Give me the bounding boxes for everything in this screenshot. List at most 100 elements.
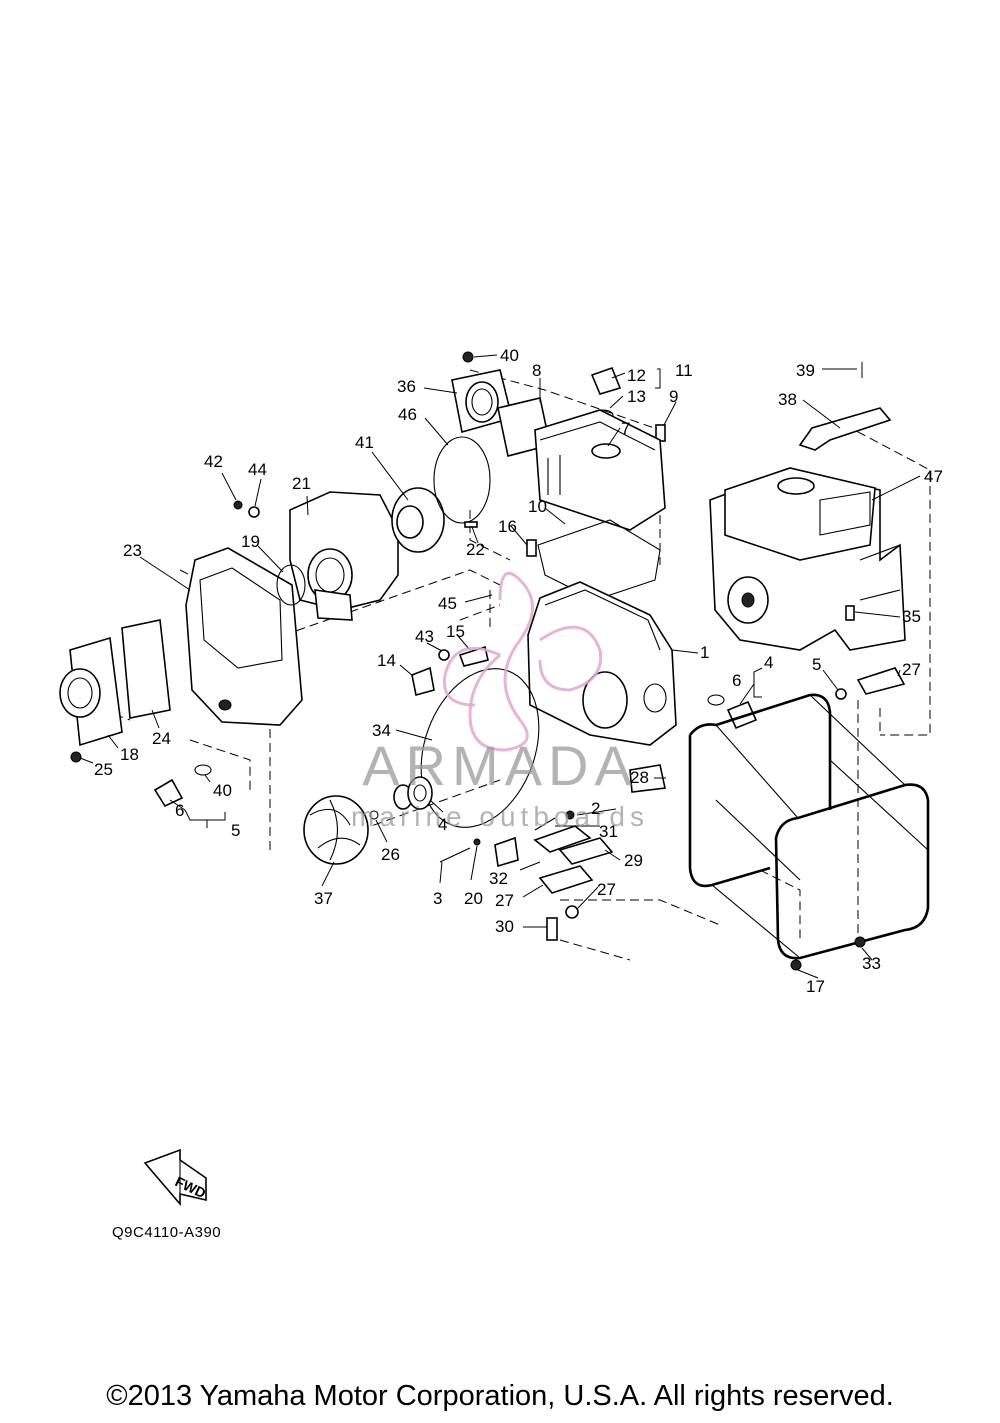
wear-plate-41 <box>391 487 445 553</box>
callout-4: 4 <box>764 653 773 672</box>
armada-watermark: ARMADA marine outboards <box>351 571 649 832</box>
callout-17: 17 <box>806 977 825 996</box>
bracket-38 <box>798 362 892 451</box>
callout-40: 40 <box>213 781 232 800</box>
nut-33a <box>790 959 802 971</box>
volute-21 <box>289 491 399 621</box>
callout-3: 3 <box>433 889 442 908</box>
callout-10: 10 <box>528 497 547 516</box>
cover-23 <box>185 547 303 726</box>
mechanical-seal-26 <box>393 776 433 810</box>
bolt-28 <box>534 817 556 831</box>
callout-47: 47 <box>924 467 943 486</box>
callout-6: 6 <box>732 671 741 690</box>
callout-46: 46 <box>398 405 417 424</box>
bolt-2 <box>439 847 471 863</box>
bolt-22 <box>464 521 478 528</box>
callout-11: 11 <box>675 361 693 380</box>
callout-35: 35 <box>902 607 921 626</box>
callout-15: 15 <box>446 622 465 641</box>
hopper-7 <box>534 409 666 531</box>
callout-41: 41 <box>355 433 374 452</box>
callout-22: 22 <box>466 540 485 559</box>
callout-30: 30 <box>495 917 514 936</box>
washer-3 <box>473 838 481 846</box>
callout-27: 27 <box>902 660 921 679</box>
nut-30 <box>565 905 579 919</box>
filler-cap-12 <box>590 366 622 421</box>
callout-20: 20 <box>464 889 483 908</box>
callout-25: 25 <box>94 760 113 779</box>
nut-35 <box>835 688 847 700</box>
drain-plug-5-right <box>707 694 758 730</box>
callout-39: 39 <box>796 361 815 380</box>
callout-42: 42 <box>204 452 223 471</box>
callout-40: 40 <box>500 346 519 365</box>
washer-43 <box>438 649 450 661</box>
callout-27: 27 <box>597 880 616 899</box>
mount-27b <box>558 837 614 865</box>
bolt-42 <box>233 500 243 510</box>
callout-36: 36 <box>397 377 416 396</box>
callout-12: 12 <box>627 366 646 385</box>
callout-38: 38 <box>778 390 797 409</box>
callout-13: 13 <box>627 387 646 406</box>
ring-37 <box>369 810 379 820</box>
fwd-arrow-icon: FWD <box>143 1148 208 1207</box>
nut-31 <box>565 810 575 820</box>
drain-plug-5-left <box>153 764 212 808</box>
leader-lines <box>79 354 921 979</box>
callout-8: 8 <box>532 361 541 380</box>
callout-45: 45 <box>438 594 457 613</box>
gasket-25 <box>121 619 171 719</box>
bolt-16 <box>526 539 537 557</box>
callout-43: 43 <box>415 627 434 646</box>
nut-33b <box>854 936 866 948</box>
bolt-17 <box>546 917 558 941</box>
callout-4: 4 <box>438 815 447 834</box>
callout-5: 5 <box>812 655 821 674</box>
damper-29 <box>494 836 519 868</box>
o-ring-46 <box>433 436 491 524</box>
callout-32: 32 <box>489 869 508 888</box>
callout-2: 2 <box>591 799 600 818</box>
callout-29: 29 <box>624 851 643 870</box>
watermark-tagline: marine outboards <box>351 801 649 832</box>
callout-19: 19 <box>241 532 260 551</box>
callout-16: 16 <box>498 517 517 536</box>
watermark-brand: ARMADA <box>362 734 638 797</box>
callout-26: 26 <box>381 845 400 864</box>
callout-31: 31 <box>599 822 618 841</box>
callout-14: 14 <box>377 651 396 670</box>
callout-9: 9 <box>669 387 678 406</box>
elbow-14 <box>411 666 435 697</box>
bolt-34 <box>845 605 855 621</box>
mount-27a <box>533 825 592 853</box>
callout-37: 37 <box>314 889 333 908</box>
o-ring-19 <box>276 564 306 606</box>
flange-36 <box>451 351 513 434</box>
callout-34: 34 <box>372 721 391 740</box>
pump-casing-1 <box>527 581 677 793</box>
callout-27: 27 <box>495 891 514 910</box>
flange-24 <box>59 636 123 763</box>
callout-21: 21 <box>292 474 311 493</box>
frame-32 <box>688 693 930 960</box>
callout-7: 7 <box>621 419 630 438</box>
callout-23: 23 <box>123 541 142 560</box>
gasket-10 <box>537 519 661 601</box>
callout-6: 6 <box>175 801 184 820</box>
copyright-notice: ©2013 Yamaha Motor Corporation, U.S.A. A… <box>106 1380 894 1412</box>
callout-18: 18 <box>120 745 139 764</box>
mount-27d <box>856 667 906 695</box>
washer-44 <box>248 506 260 518</box>
drawing-code: Q9C4110-A390 <box>112 1224 222 1241</box>
engine-47 <box>709 467 906 651</box>
callout-33: 33 <box>862 954 881 973</box>
mount-27c <box>538 865 594 894</box>
callout-44: 44 <box>248 460 267 479</box>
impeller-20 <box>303 795 369 865</box>
callout-1: 1 <box>700 643 709 662</box>
